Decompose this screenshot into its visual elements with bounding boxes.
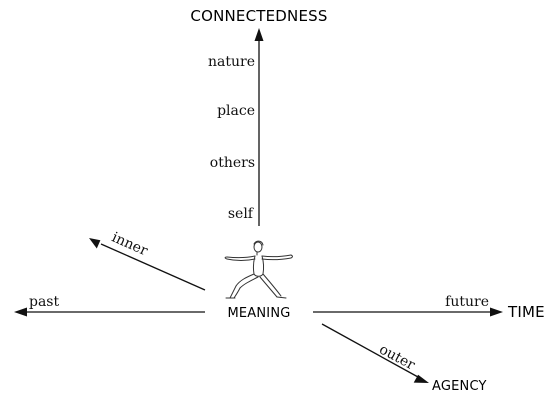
connectedness-level-self: self [228, 206, 255, 222]
connectedness-level-place: place [217, 103, 255, 119]
agency-title: AGENCY [432, 379, 487, 394]
agency-axis-inner: inner [89, 229, 206, 291]
time-title: TIME [507, 303, 545, 321]
time-past-label: past [29, 294, 59, 310]
connectedness-title: CONNECTEDNESS [190, 7, 327, 25]
connectedness-level-nature: nature [208, 54, 255, 70]
time-axis-backward: past [14, 294, 205, 317]
connectedness-arrowhead [254, 28, 264, 41]
agency-inner-line [100, 243, 206, 291]
agency-outer-label: outer [376, 341, 417, 373]
agency-axis-outer: outer AGENCY [321, 323, 487, 394]
agency-outer-arrowhead [413, 374, 429, 383]
center-title: MEANING [227, 306, 290, 321]
time-backward-arrowhead [14, 307, 27, 317]
time-forward-arrowhead [490, 307, 503, 317]
yoga-figure-icon [224, 240, 293, 299]
time-axis-forward: future TIME [313, 294, 545, 321]
time-future-label: future [445, 294, 489, 310]
agency-inner-arrowhead [89, 238, 101, 249]
agency-outer-line [321, 323, 419, 378]
connectedness-level-others: others [210, 155, 255, 171]
connectedness-axis: CONNECTEDNESS self others place nature [190, 7, 327, 226]
agency-inner-label: inner [109, 229, 150, 259]
